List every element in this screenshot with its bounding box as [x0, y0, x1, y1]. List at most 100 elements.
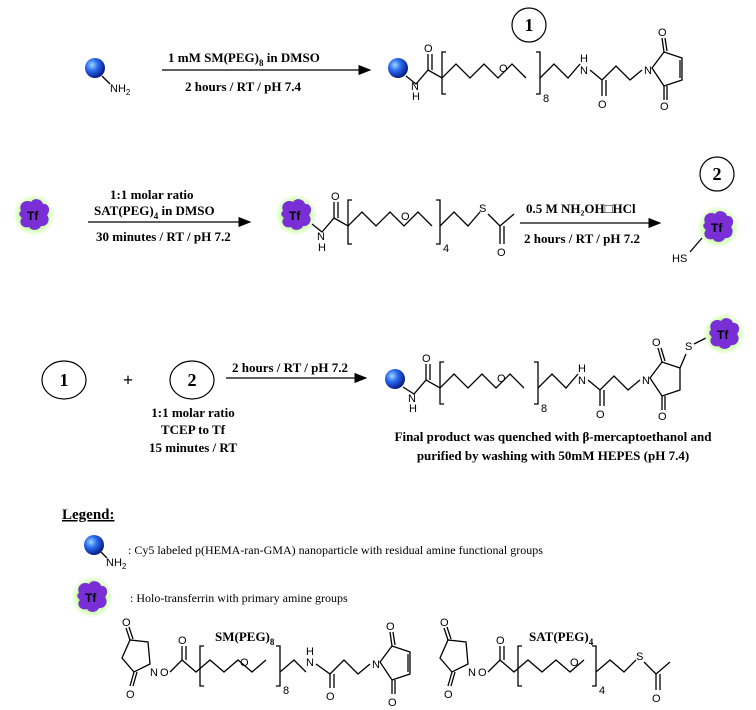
sm-n: N — [150, 667, 158, 679]
final-note-line1: Final product was quenched with β-mercap… — [395, 429, 713, 444]
sm-mal-o1: O — [386, 621, 395, 633]
legend-title: Legend: — [62, 507, 115, 523]
tcep-time: 15 minutes / RT — [149, 440, 237, 455]
reactant-1-label: 1 — [60, 370, 69, 390]
amide-h: H — [412, 91, 420, 103]
amide-h-4: H — [409, 403, 417, 415]
sat-thioester-s: S — [636, 651, 643, 663]
tf-label-4: Tf — [717, 328, 729, 342]
sm-o1: O — [122, 617, 131, 629]
svg-text:NH2: NH2 — [106, 557, 127, 571]
sm-carbonyl-o: O — [178, 635, 187, 647]
compound-2-marker — [699, 156, 735, 192]
sm-maleimide-n: N — [372, 659, 380, 671]
reaction2-conditions: 30 minutes / RT / pH 7.2 — [96, 229, 231, 244]
satpeg4-structure: O O N O O O 4 S O — [439, 617, 671, 705]
satpeg-title: SAT(PEG)4 — [529, 629, 594, 647]
tf-label-legend: Tf — [85, 591, 97, 605]
legend-transferrin: Tf : Holo-transferrin with primary amine… — [72, 577, 348, 617]
maleimide-n: N — [644, 65, 652, 77]
tf-satpeg-intermediate: Tf O N H O 4 S O — [276, 191, 515, 259]
sat-o2: O — [444, 689, 453, 701]
ether-o-2: O — [401, 211, 410, 223]
nh2-label: NH2 — [110, 83, 131, 97]
maleimide-o2: O — [660, 101, 669, 113]
final-conjugate-structure: O N H O 8 N H O N O O S — [385, 314, 744, 423]
sat-o1: O — [440, 617, 449, 629]
compound-1-label: 1 — [525, 15, 534, 35]
transferrin-start: Tf — [14, 195, 54, 235]
thioether-s: S — [685, 341, 692, 353]
tf-label-2: Tf — [289, 209, 301, 223]
sat-carbonyl-o: O — [496, 635, 505, 647]
amide-n: N — [411, 81, 419, 93]
tcep-ratio: 1:1 molar ratio — [151, 405, 235, 420]
thioester-s: S — [479, 203, 486, 215]
sm-ether-o: O — [240, 657, 249, 669]
succinimide-o2: O — [658, 411, 667, 423]
final-note-line2: purified by washing with 50mM HEPES (pH … — [417, 448, 689, 463]
carbonyl-o-3: O — [422, 353, 431, 365]
tf-label-3: Tf — [711, 221, 723, 235]
ether-o-3: O — [497, 373, 506, 385]
amide-n-4: N — [408, 393, 416, 405]
reaction4-conditions: 2 hours / RT / pH 7.2 — [232, 360, 348, 375]
peg-n4: 4 — [443, 243, 449, 255]
thioester-o: O — [497, 247, 506, 259]
peg-n8: 8 — [543, 93, 549, 105]
nanoparticle-amine-start: NH2 — [85, 58, 131, 97]
sat-n4: 4 — [599, 685, 605, 697]
thiolated-transferrin: Tf HS — [672, 207, 738, 265]
reaction3-reagent: 0.5 M NH₂OH□HCl — [526, 201, 636, 216]
sat-ether-o: O — [570, 657, 579, 669]
legend-transferrin-text: : Holo-transferrin with primary amine gr… — [130, 591, 348, 605]
amide-h-5: H — [578, 363, 586, 375]
legend: Legend: NH2 : Cy5 labeled p(HEMA-ran-GMA… — [62, 507, 671, 709]
succinimide-n: N — [642, 375, 650, 387]
reaction3-conditions: 2 hours / RT / pH 7.2 — [524, 231, 640, 246]
reactant-2-label: 2 — [188, 370, 197, 390]
ether-o: O — [499, 63, 508, 75]
legend-nanoparticle-text: : Cy5 labeled p(HEMA-ran-GMA) nanopartic… — [128, 543, 543, 557]
tf-label-1: Tf — [27, 209, 39, 223]
compound-1-structure: O H N O 8 N H O N O O — [388, 27, 683, 113]
reaction2-ratio: 1:1 molar ratio — [110, 187, 194, 202]
row2-reaction: Tf 1:1 molar ratio SAT(PEG)4 in DMSO 30 … — [14, 156, 738, 265]
amide-o2: O — [598, 99, 607, 111]
maleimide-o1: O — [658, 27, 667, 39]
smpeg8-structure: O O N O O O 8 N H O N O — [121, 617, 411, 709]
amide-n2: N — [580, 65, 588, 77]
row1-reaction: NH2 1 mM SM(PEG)8 in DMSO 2 hours / RT /… — [85, 7, 683, 113]
compound-1-marker — [511, 7, 547, 43]
sat-ester-o: O — [478, 667, 487, 679]
reaction2-reagent: SAT(PEG)4 in DMSO — [94, 203, 215, 221]
legend-nanoparticle: NH2 : Cy5 labeled p(HEMA-ran-GMA) nanopa… — [84, 535, 543, 571]
sm-mal-o2: O — [388, 697, 397, 709]
sm-amide-o: O — [326, 691, 335, 703]
sm-amide-n: N — [306, 657, 314, 669]
reaction1-reagent: 1 mM SM(PEG)8 in DMSO — [168, 50, 320, 68]
amide-n-3: N — [317, 231, 325, 243]
amide-o-3: O — [596, 409, 605, 421]
reactant-2-marker — [169, 360, 215, 400]
carbonyl-o: O — [424, 43, 433, 55]
sat-thioester-o: O — [652, 693, 661, 705]
compound-2-label: 2 — [713, 164, 722, 184]
reaction1-conditions: 2 hours / RT / pH 7.4 — [185, 79, 301, 94]
smpeg-title: SM(PEG)8 — [215, 629, 275, 647]
carbonyl-o-2: O — [331, 191, 340, 203]
thiol-hs: HS — [672, 253, 687, 265]
amide-n-5: N — [578, 375, 586, 387]
tcep-reagent: TCEP to Tf — [161, 422, 226, 437]
succinimide-o1: O — [652, 337, 661, 349]
amide-h2: H — [580, 53, 588, 65]
amide-h-3: H — [318, 242, 326, 254]
plus-sign: + — [123, 370, 133, 390]
sm-o2: O — [126, 689, 135, 701]
reactant-1-marker — [41, 360, 87, 400]
peg-n8-2: 8 — [541, 403, 547, 415]
row3-reaction: 1 + 2 2 hours / RT / pH 7.2 1:1 molar ra… — [41, 314, 744, 463]
sm-n8: 8 — [283, 685, 289, 697]
sm-ester-o: O — [160, 667, 169, 679]
